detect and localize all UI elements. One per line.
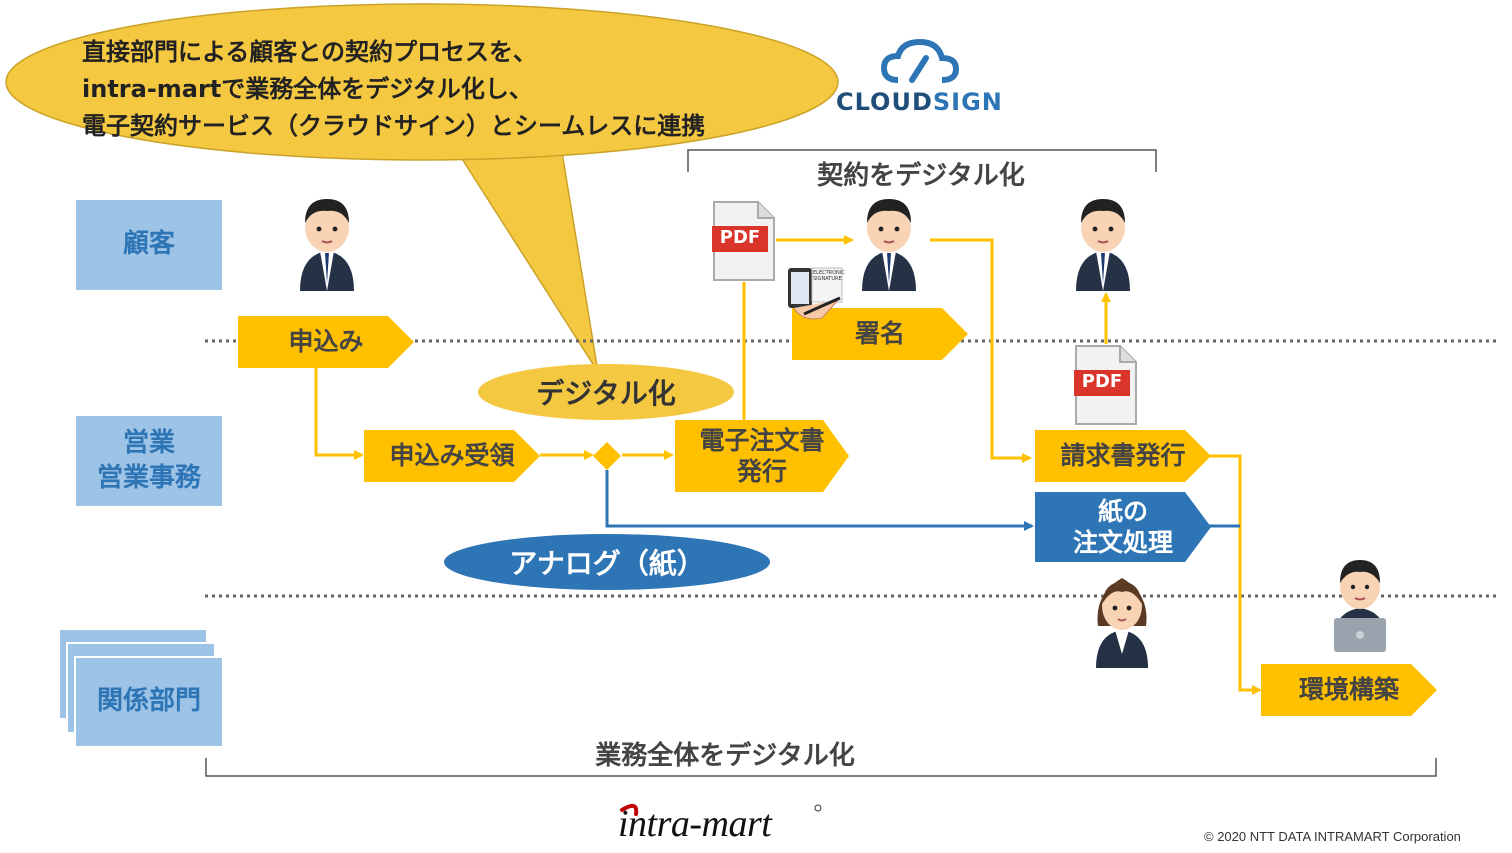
lane-related: 関係部門 — [74, 656, 224, 748]
digital-pill: デジタル化 — [478, 364, 734, 420]
step-receipt: 申込み受領 — [364, 430, 540, 482]
lane-customer: 顧客 — [76, 200, 222, 290]
pdf-document-icon: PDF — [712, 200, 776, 282]
step-application: 申込み — [238, 316, 414, 368]
decision-diamond — [593, 442, 621, 470]
businesswoman-icon — [1092, 570, 1152, 668]
speech-bubble-text: 直接部門による顧客との契約プロセスを、 intra-martで業務全体をデジタル… — [82, 34, 705, 145]
intramart-logo: intra-mart — [612, 800, 822, 848]
flow-customer-to-invoice — [930, 238, 1032, 463]
cloud-icon — [880, 36, 960, 86]
bottom-brace-label: 業務全体をデジタル化 — [595, 741, 855, 771]
flow-application-to-receipt — [314, 368, 364, 460]
cloudsign-logo: CLOUDSIGN — [836, 88, 1003, 116]
speech-bubble — [5, 3, 839, 373]
pdf-document-icon: PDF — [1074, 344, 1138, 426]
flow-invoice-to-environment — [1210, 454, 1262, 695]
step-environment: 環境構築 — [1261, 664, 1437, 716]
flow-analog-to-paper — [605, 470, 1034, 531]
tablet-signing-icon: ELECTRONIC SIGNATURE — [782, 264, 846, 330]
businessman-icon — [296, 193, 358, 291]
top-brace-label: 契約をデジタル化 — [817, 161, 1025, 191]
bubble-line-1: 直接部門による顧客との契約プロセスを、 — [82, 38, 538, 66]
bubble-line-3: 電子契約サービス（クラウドサイン）とシームレスに連携 — [82, 112, 706, 140]
step-e-order: 電子注文書 発行 — [675, 420, 849, 492]
lane-sales: 営業 営業事務 — [76, 416, 222, 506]
copyright: © 2020 NTT DATA INTRAMART Corporation — [1204, 829, 1461, 844]
laptop-worker-icon — [1328, 556, 1392, 654]
top-brace — [687, 149, 1157, 172]
bottom-brace — [205, 758, 1437, 777]
businessman-icon — [1072, 193, 1134, 291]
step-invoice: 請求書発行 — [1035, 430, 1211, 482]
analog-pill: アナログ（紙） — [444, 534, 770, 590]
bubble-line-2: で業務全体をデジタル化し、 — [221, 75, 533, 103]
businessman-icon — [858, 193, 920, 291]
bubble-brand: intra-mart — [82, 75, 222, 103]
step-paper-order: 紙の 注文処理 — [1035, 492, 1211, 562]
